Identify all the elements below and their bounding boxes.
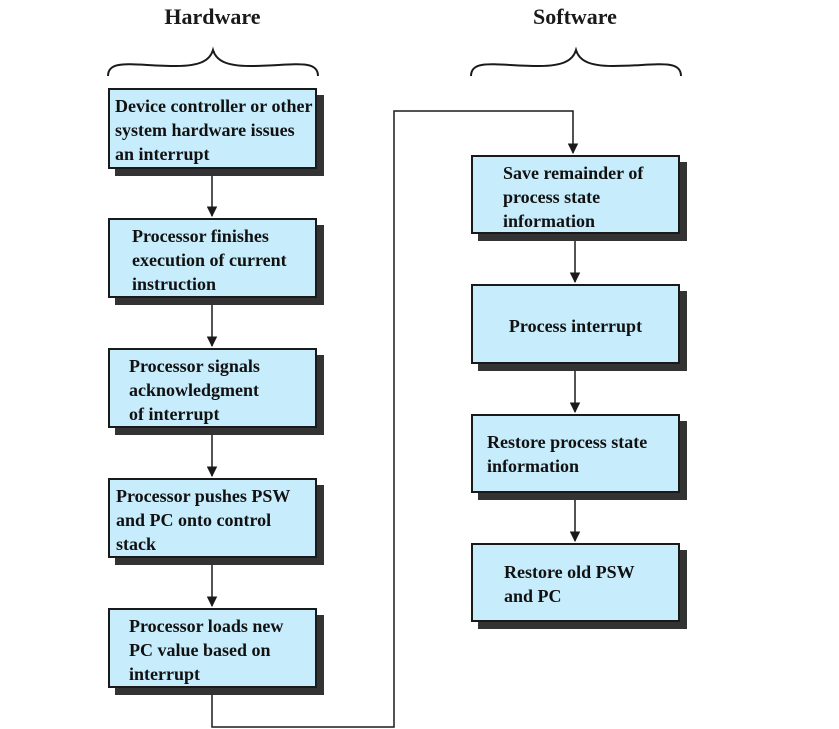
hw-step-acknowledge: Processor signals acknowledgment of inte… [108, 348, 317, 428]
sw-step-process-interrupt: Process interrupt [471, 284, 680, 364]
sw-step-restore-state: Restore process state information [471, 414, 680, 493]
hardware-heading: Hardware [164, 4, 261, 29]
sw-step-save-state: Save remainder of process state informat… [471, 155, 680, 234]
hw-step-push-psw-pc: Processor pushes PSW and PC onto control… [108, 478, 317, 558]
hardware-brace [107, 46, 319, 77]
hw-step-finish-instruction: Processor finishes execution of current … [108, 218, 317, 298]
software-brace [470, 46, 682, 77]
hw-step-issue-interrupt: Device controller or other system hardwa… [108, 88, 317, 169]
sw-step-restore-psw-pc: Restore old PSW and PC [471, 543, 680, 622]
hw-step-load-new-pc: Processor loads new PC value based on in… [108, 608, 317, 688]
software-heading: Software [533, 4, 617, 29]
arrow-hw-to-sw [211, 110, 579, 728]
